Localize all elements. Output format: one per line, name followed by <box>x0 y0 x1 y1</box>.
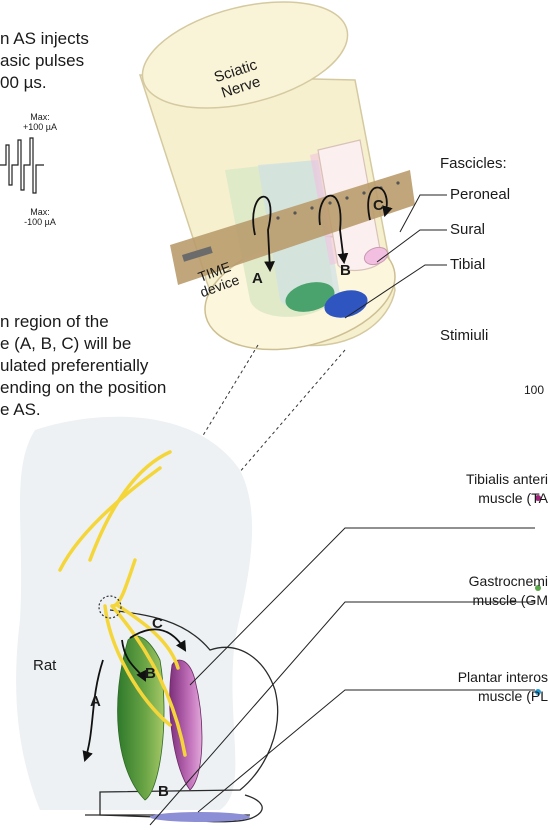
region-note-line-3: ulated preferentially <box>0 355 148 376</box>
nerve-arrow-b-label: B <box>340 262 351 279</box>
pulse-max-neg-label: Max: <box>18 207 62 217</box>
sciatic-nerve-cylinder <box>132 0 415 368</box>
intro-line-2: asic pulses <box>0 50 84 71</box>
rat-branch-c-label: C <box>152 615 163 632</box>
fascicle-sural: Sural <box>450 221 485 238</box>
muscle-pl-label: Plantar interos muscle (PL <box>458 668 548 706</box>
muscle-pl-line1: Plantar interos <box>458 668 548 687</box>
pulse-max-positive: Max: +100 µA <box>18 112 62 132</box>
fascicle-peroneal: Peroneal <box>450 186 510 203</box>
muscle-gm-line2: muscle (GM <box>469 591 548 610</box>
biphasic-pulse-waveform <box>0 138 44 193</box>
intro-line-3: 00 µs. <box>0 72 47 93</box>
fascicle-tibial: Tibial <box>450 256 485 273</box>
pulse-max-pos-label: Max: <box>18 112 62 122</box>
nerve-arrow-a-label: A <box>252 270 263 287</box>
muscle-gm-line1: Gastrocnemi <box>469 572 548 591</box>
muscle-ta-label: Tibialis anteri muscle (TA <box>466 470 548 508</box>
rat-branch-b-label: B <box>145 665 156 682</box>
muscle-ta-line2: muscle (TA <box>466 489 548 508</box>
pulse-max-pos-value: +100 µA <box>18 122 62 132</box>
region-note-line-2: e (A, B, C) will be <box>0 333 131 354</box>
rat-branch-a-label: A <box>90 693 101 710</box>
intro-line-1: n AS injects <box>0 28 89 49</box>
stimuli-partial-value: 100 <box>524 383 544 397</box>
rat-leg-illustration <box>16 417 278 822</box>
region-note-line-5: e AS. <box>0 399 41 420</box>
rat-label: Rat <box>33 657 56 674</box>
region-note-line-4: ending on the position <box>0 377 166 398</box>
muscle-gm-label: Gastrocnemi muscle (GM <box>469 572 548 610</box>
pulse-max-neg-value: -100 µA <box>18 217 62 227</box>
region-note-line-1: n region of the <box>0 311 109 332</box>
rat-branch-b2-label: B <box>158 783 169 800</box>
pulse-max-negative: Max: -100 µA <box>18 207 62 227</box>
nerve-arrow-c-label: C <box>373 197 384 214</box>
fascicles-header: Fascicles: <box>440 155 507 172</box>
stimuli-label: Stimiuli <box>440 327 488 344</box>
muscle-pl-line2: muscle (PL <box>458 687 548 706</box>
muscle-ta-line1: Tibialis anteri <box>466 470 548 489</box>
